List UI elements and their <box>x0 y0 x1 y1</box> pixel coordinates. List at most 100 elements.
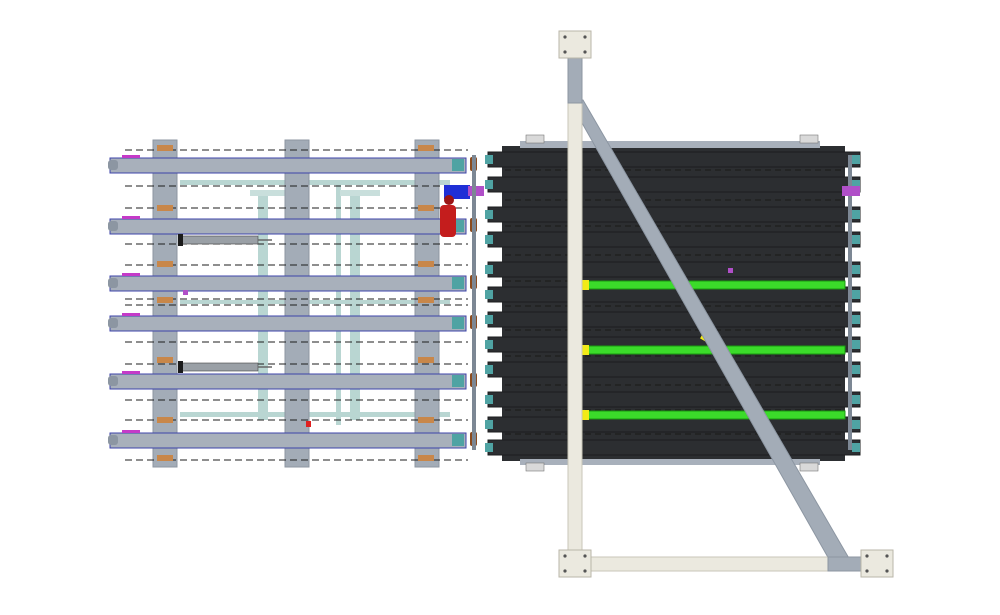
conveyor-bar <box>109 432 467 449</box>
vertical-post <box>567 99 583 566</box>
belt-end-left <box>485 155 493 164</box>
right-top-side-rail <box>520 141 820 148</box>
beam-bracket <box>157 205 173 211</box>
beam-bracket <box>157 261 173 267</box>
belt-end-left <box>485 290 493 299</box>
right-belt <box>487 439 861 456</box>
belt-end-left <box>485 365 493 374</box>
pneumatic-cylinder-lower <box>178 361 272 373</box>
foot-plate-top <box>558 30 592 59</box>
belt-end-left <box>485 395 493 404</box>
right-belt <box>487 391 861 408</box>
beam-bracket <box>418 145 434 151</box>
pneumatic-cylinder-upper <box>178 234 272 246</box>
right-bottom-side-rail <box>520 459 820 465</box>
bar-end-mark <box>122 273 140 276</box>
cross-beam <box>414 139 440 468</box>
guide-end-marker <box>581 280 589 290</box>
belt-end-left <box>485 180 493 189</box>
transfer-shaft <box>472 155 476 450</box>
belt-end-right <box>852 340 860 349</box>
beam-bracket <box>418 455 434 461</box>
base-rail-end <box>827 556 863 572</box>
belt-end-left <box>485 265 493 274</box>
bar-end-mark <box>122 313 140 316</box>
belt-end-right <box>852 443 860 452</box>
beam-bracket <box>418 357 434 363</box>
right-belt <box>487 231 861 248</box>
belt-end-right <box>852 210 860 219</box>
bar-end-mark <box>122 216 140 219</box>
bar-end-cap <box>108 278 118 288</box>
bar-end-mark <box>122 371 140 374</box>
cross-beam <box>152 139 178 468</box>
bar-sprocket <box>452 159 464 171</box>
belt-end-right <box>852 395 860 404</box>
base-rail <box>574 556 838 572</box>
belt-end-right <box>852 180 860 189</box>
belt-end-left <box>485 420 493 429</box>
bar-end-mark <box>122 155 140 158</box>
guide-end-marker <box>581 410 589 420</box>
corner-bracket-top-right <box>799 134 819 144</box>
left-conveyor-bars <box>108 155 477 449</box>
purple-sensor-left <box>183 290 188 295</box>
corner-bracket-bottom-left <box>525 462 545 472</box>
corner-bracket-top-left <box>525 134 545 144</box>
cross-beam <box>284 139 310 468</box>
conveyor-bar <box>109 218 467 235</box>
corner-bracket-bottom-right <box>799 462 819 472</box>
belt-end-right <box>852 290 860 299</box>
right-belt <box>487 361 861 378</box>
bar-sprocket <box>452 434 464 446</box>
conveyor-bar <box>109 315 467 332</box>
guide-end-marker <box>581 345 589 355</box>
bar-end-cap <box>108 376 118 386</box>
belt-end-right <box>852 315 860 324</box>
beam-bracket <box>418 205 434 211</box>
beam-bracket <box>157 417 173 423</box>
beam-bracket <box>157 357 173 363</box>
purple-motor-mount-right <box>842 186 860 196</box>
foot-plate-bottom-right <box>860 549 894 578</box>
bar-end-cap <box>108 221 118 231</box>
support-frame <box>558 30 894 578</box>
conveyor-bar <box>109 275 467 292</box>
bar-end-mark <box>122 430 140 433</box>
conveyor-bar <box>109 157 467 174</box>
belt-end-left <box>485 443 493 452</box>
right-conveyor-base <box>502 146 845 461</box>
left-cross-beams <box>152 139 440 468</box>
right-belt <box>487 311 861 328</box>
right-belt <box>487 151 861 168</box>
belt-end-right <box>852 155 860 164</box>
bar-sprocket <box>452 317 464 329</box>
right-conveyor-module <box>485 134 861 472</box>
beam-bracket <box>418 417 434 423</box>
bar-sprocket <box>452 375 464 387</box>
belt-end-left <box>485 235 493 244</box>
post-top-segment <box>567 57 583 104</box>
bar-end-cap <box>108 160 118 170</box>
red-indicator <box>306 421 311 427</box>
bar-sprocket <box>452 277 464 289</box>
left-conveyor-module <box>108 139 484 468</box>
green-guide <box>582 410 846 420</box>
belt-end-left <box>485 210 493 219</box>
bar-end-cap <box>108 435 118 445</box>
right-drive-shaft <box>842 155 860 450</box>
belt-end-right <box>852 365 860 374</box>
belt-end-left <box>485 315 493 324</box>
purple-sensor <box>728 268 733 273</box>
beam-bracket <box>418 297 434 303</box>
beam-bracket <box>157 455 173 461</box>
foot-plate-bottom-left <box>558 549 592 578</box>
right-belt <box>487 206 861 223</box>
beam-bracket <box>418 261 434 267</box>
conveyor-bar <box>109 373 467 390</box>
bar-end-cap <box>108 318 118 328</box>
green-guide <box>582 280 846 290</box>
belt-end-right <box>852 420 860 429</box>
belt-end-left <box>485 340 493 349</box>
